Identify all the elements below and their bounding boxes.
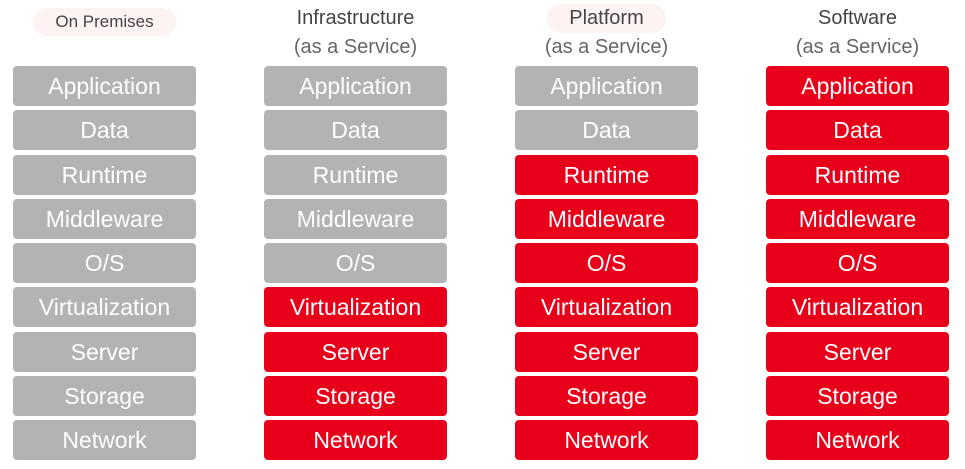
layer-os: O/S — [766, 243, 949, 283]
layer-application: Application — [515, 66, 698, 106]
layer-stack: Application Data Runtime Middleware O/S … — [515, 66, 698, 464]
layer-network: Network — [766, 420, 949, 460]
column-header: Platform (as a Service) — [515, 4, 698, 62]
column-subtitle: (as a Service) — [544, 36, 669, 58]
layer-network: Network — [13, 420, 196, 460]
layer-virtualization: Virtualization — [515, 287, 698, 328]
layer-application: Application — [264, 66, 447, 106]
layer-storage: Storage — [515, 375, 698, 416]
layer-stack: Application Data Runtime Middleware O/S … — [766, 66, 949, 464]
layer-network: Network — [264, 420, 447, 460]
column-subtitle: (as a Service) — [293, 36, 418, 58]
layer-stack: Application Data Runtime Middleware O/S … — [13, 66, 196, 464]
column-header: Software (as a Service) — [766, 4, 949, 62]
column-header: On Premises — [13, 8, 196, 36]
column-header: Infrastructure (as a Service) — [264, 4, 447, 62]
layer-virtualization: Virtualization — [264, 287, 447, 328]
layer-os: O/S — [13, 243, 196, 283]
layer-runtime: Runtime — [766, 154, 949, 195]
layer-runtime: Runtime — [13, 154, 196, 195]
layer-os: O/S — [264, 243, 447, 283]
column-subtitle: (as a Service) — [795, 36, 920, 58]
column-title: Software — [818, 7, 897, 29]
layer-storage: Storage — [264, 375, 447, 416]
layer-os: O/S — [515, 243, 698, 283]
layer-server: Server — [515, 331, 698, 372]
layer-storage: Storage — [13, 375, 196, 416]
layer-server: Server — [264, 331, 447, 372]
layer-server: Server — [13, 331, 196, 372]
layer-network: Network — [515, 420, 698, 460]
layer-storage: Storage — [766, 375, 949, 416]
layer-runtime: Runtime — [264, 154, 447, 195]
layer-data: Data — [264, 110, 447, 151]
layer-data: Data — [766, 110, 949, 151]
layer-middleware: Middleware — [13, 198, 196, 239]
layer-virtualization: Virtualization — [766, 287, 949, 328]
layer-application: Application — [13, 66, 196, 106]
layer-application: Application — [766, 66, 949, 106]
layer-stack: Application Data Runtime Middleware O/S … — [264, 66, 447, 464]
column-title: Platform — [547, 4, 666, 33]
column-title: On Premises — [33, 8, 176, 36]
layer-middleware: Middleware — [264, 198, 447, 239]
layer-middleware: Middleware — [766, 198, 949, 239]
layer-server: Server — [766, 331, 949, 372]
layer-data: Data — [515, 110, 698, 151]
column-title: Infrastructure — [296, 7, 415, 29]
layer-virtualization: Virtualization — [13, 287, 196, 328]
layer-data: Data — [13, 110, 196, 151]
layer-middleware: Middleware — [515, 198, 698, 239]
layer-runtime: Runtime — [515, 154, 698, 195]
